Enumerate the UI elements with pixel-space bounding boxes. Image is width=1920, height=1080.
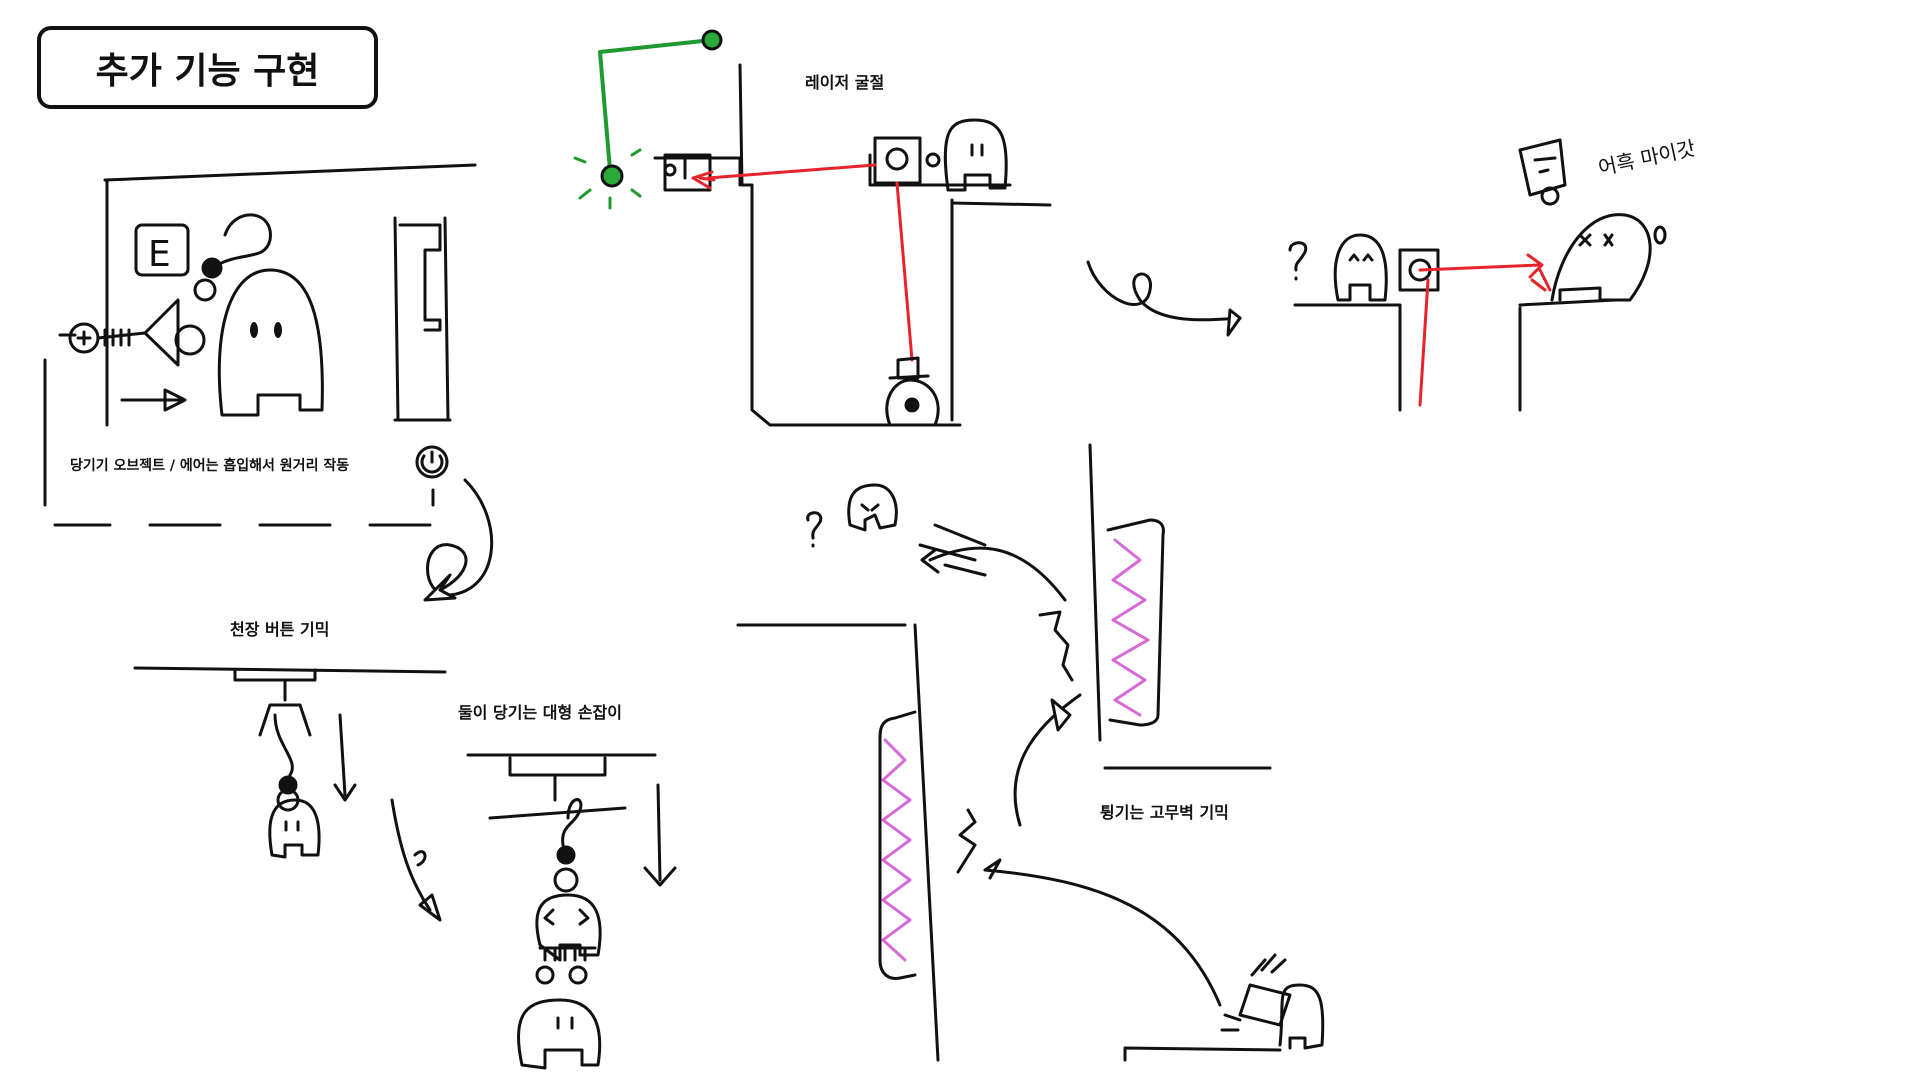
laser-note: 어흑 마이갓 (1596, 136, 1697, 180)
rubber-wall-caption: 튕기는 고무벽 기믹 (1100, 803, 1229, 822)
page-title: 추가 기능 구현 (95, 50, 320, 92)
rubber-scribble-top (1111, 538, 1150, 717)
power-icon (415, 445, 449, 479)
rubber-scribble-bottom (881, 738, 912, 962)
rubber-wall-panel (736, 443, 1325, 1062)
ceiling-button-panel (133, 666, 447, 922)
page-title-box: 추가 기능 구현 (37, 26, 378, 109)
e-key-box (134, 223, 190, 277)
laser-beam-deflected (1418, 253, 1544, 279)
green-wire (598, 38, 714, 172)
big-handle-panel (466, 753, 677, 1070)
ceiling-button-caption: 천장 버튼 기믹 (230, 620, 329, 639)
laser-beam-vertical (895, 181, 914, 362)
green-node-icon (600, 164, 624, 188)
laser-reflector-box (873, 136, 922, 185)
character-blob (217, 268, 324, 417)
e-key-label: E (148, 234, 171, 275)
laser-caption: 레이저 굴절 (805, 73, 884, 92)
big-handle-caption: 둘이 당기는 대형 손잡이 (458, 703, 622, 722)
pull-object-caption: 당기기 오브젝트 / 에어는 흡입해서 원거리 작동 (70, 457, 349, 474)
hook-ball-icon (201, 257, 223, 279)
pull-object-panel (43, 163, 494, 602)
laser-panel (573, 29, 1667, 427)
laser-beam-horizontal (706, 163, 877, 180)
